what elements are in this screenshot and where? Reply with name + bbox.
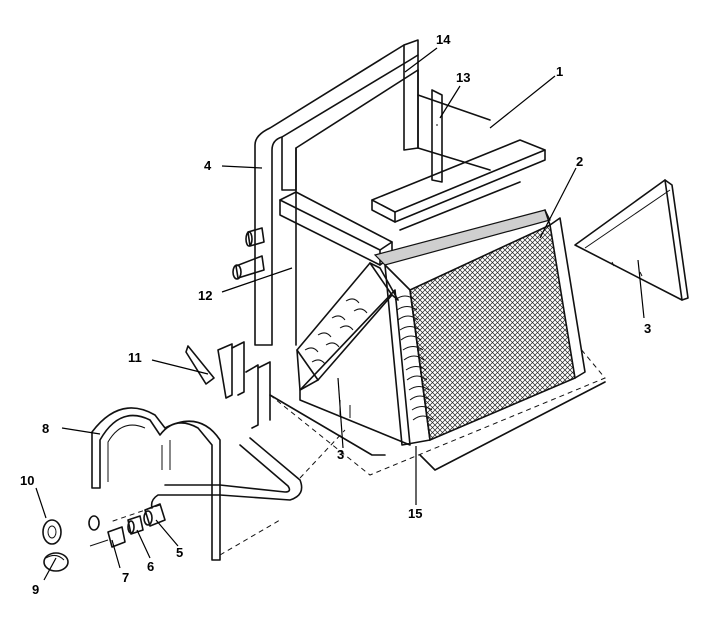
leader-lines (35, 47, 645, 581)
callout-8: 8 (42, 421, 49, 436)
top-cover (371, 139, 546, 231)
callout-7: 7 (122, 570, 129, 585)
u-bend-tubes (91, 407, 221, 561)
callout-4: 4 (204, 158, 212, 173)
callout-10: 10 (20, 473, 34, 488)
callout-9: 9 (32, 582, 39, 597)
callout-1: 1 (556, 64, 563, 79)
callout-15: 15 (408, 506, 422, 521)
left-coil-slab (296, 262, 399, 391)
callout-14: 14 (436, 32, 451, 47)
frame-pipes (232, 227, 265, 280)
callout-11: 11 (128, 350, 142, 365)
callout-2: 2 (576, 154, 583, 169)
fittings (89, 503, 166, 548)
callout-3-center: 3 (337, 447, 344, 462)
right-side-panel (574, 179, 689, 301)
refrigerant-line (88, 429, 346, 556)
callout-13: 13 (456, 70, 470, 85)
callout-6: 6 (147, 559, 154, 574)
base-pan (269, 347, 606, 476)
main-coil (373, 209, 586, 446)
distributor-tubes (185, 341, 271, 429)
nut-and-gasket (42, 519, 69, 572)
callout-3-right: 3 (644, 321, 651, 336)
callout-labels: 14 13 1 2 4 12 3 11 3 15 8 10 5 6 7 9 (20, 32, 651, 597)
support-rail (431, 89, 443, 183)
cabinet-frame (254, 39, 491, 346)
callout-5: 5 (176, 545, 183, 560)
callout-12: 12 (198, 288, 212, 303)
